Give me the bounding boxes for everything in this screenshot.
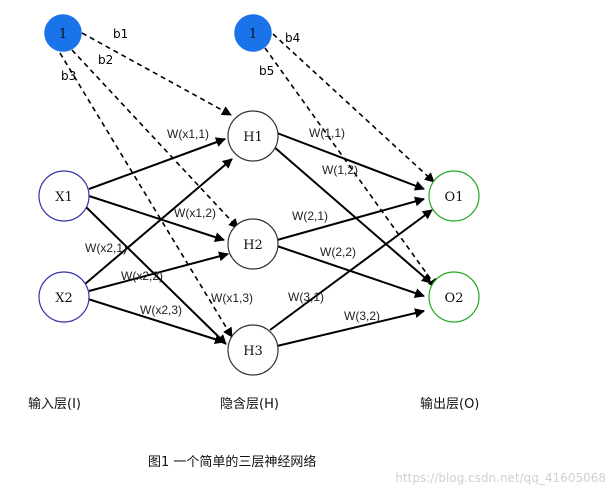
edge-h3-o1 xyxy=(269,209,433,331)
hidden-node-h2-label: H2 xyxy=(243,238,263,253)
layer-label-hidden: 隐含层(H) xyxy=(220,396,279,412)
bias-edge-b3 xyxy=(59,52,233,338)
weight-label-w11: W(1,1) xyxy=(309,126,345,140)
bias-node-1-label: 1 xyxy=(59,27,67,42)
weight-label-wx11: W(x1,1) xyxy=(167,127,209,141)
output-node-o1-label: O1 xyxy=(445,190,464,205)
output-node-o2: O2 xyxy=(428,271,480,323)
input-node-x2-label: X2 xyxy=(55,291,73,306)
weight-label-w12: W(1,2) xyxy=(322,163,358,177)
bias-edge-b4 xyxy=(272,33,435,183)
weight-label-wx23: W(x2,3) xyxy=(140,303,182,317)
edge-h1-o2 xyxy=(272,145,432,284)
edge-h3-o2 xyxy=(276,308,425,347)
edge-h2-o1 xyxy=(276,196,425,241)
figure-caption: 图1 一个简单的三层神经网络 xyxy=(148,454,316,470)
bias-node-2-label: 1 xyxy=(249,27,257,42)
input-node-x2: X2 xyxy=(38,271,90,323)
layer-label-output: 输出层(O) xyxy=(420,396,479,412)
hidden-node-h3-label: H3 xyxy=(243,344,263,359)
edge-x1-h1 xyxy=(88,137,226,190)
weight-label-w32: W(3,2) xyxy=(344,309,380,323)
hidden-node-h2: H2 xyxy=(227,218,279,270)
input-node-x1: X1 xyxy=(38,170,90,222)
weight-label-wx22: W(x2,2) xyxy=(121,269,163,283)
hidden-node-h3: H3 xyxy=(227,324,279,376)
weight-label-w22: W(2,2) xyxy=(320,245,356,259)
edge-x2-h1 xyxy=(84,158,233,285)
bias-node-2: 1 xyxy=(234,14,272,52)
weight-label-w31: W(3,1) xyxy=(288,290,324,304)
weight-label-wx13: W(x1,3) xyxy=(211,291,253,305)
edge-h1-o1 xyxy=(276,132,425,191)
output-node-o2-label: O2 xyxy=(445,291,464,306)
output-node-o1: O1 xyxy=(428,170,480,222)
edge-x1-h3 xyxy=(85,206,227,345)
bias-label-b4: b4 xyxy=(285,31,300,45)
edge-x2-h2 xyxy=(88,251,229,292)
hidden-node-h1-label: H1 xyxy=(243,130,263,145)
bias-label-b2: b2 xyxy=(98,53,113,67)
weight-label-wx21: W(x2,1) xyxy=(85,241,127,255)
weight-connections xyxy=(84,132,433,347)
bias-edge-b1 xyxy=(81,32,232,116)
input-node-x1-label: X1 xyxy=(55,190,73,205)
bias-label-b1: b1 xyxy=(113,27,128,41)
bias-connections xyxy=(59,32,438,338)
hidden-node-h1: H1 xyxy=(227,110,279,162)
bias-node-1: 1 xyxy=(44,14,82,52)
bias-edge-b2 xyxy=(71,49,239,229)
weight-label-wx12: W(x1,2) xyxy=(174,206,216,220)
layer-label-input: 输入层(I) xyxy=(28,396,81,412)
watermark: https://blog.csdn.net/qq_41605068 xyxy=(395,471,606,485)
bias-label-b3: b3 xyxy=(61,69,76,83)
edge-x2-h3 xyxy=(87,298,225,345)
bias-label-b5: b5 xyxy=(259,64,274,78)
edge-x1-h2 xyxy=(88,195,225,242)
bias-edge-b5 xyxy=(264,47,438,289)
weight-label-w21: W(2,1) xyxy=(292,209,328,223)
